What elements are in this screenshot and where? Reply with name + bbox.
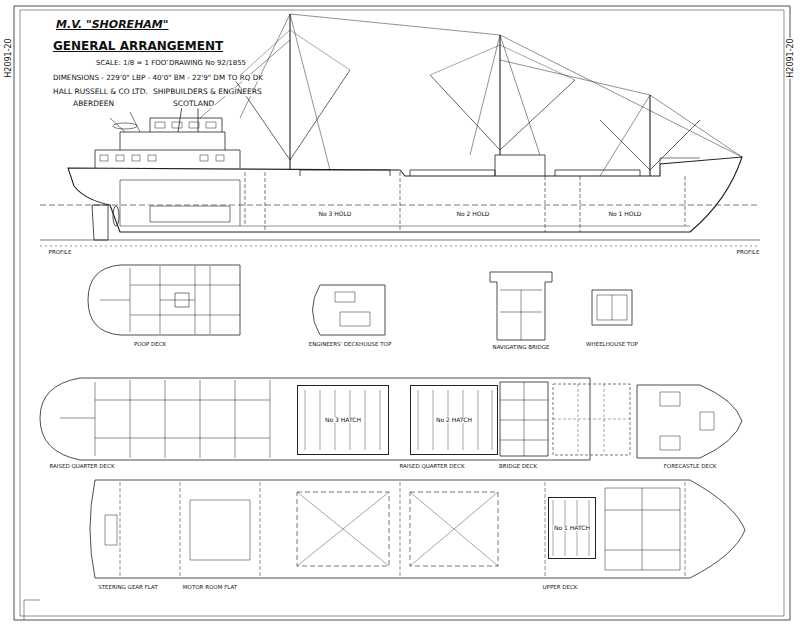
upper-deck-plan	[90, 480, 745, 578]
forecastle-deck-plan	[637, 385, 742, 458]
hatch-label: No 3 HATCH	[324, 417, 362, 423]
builder-country: SCOTLAND	[172, 100, 215, 108]
bridge-deck-house	[500, 382, 548, 456]
view-label: RAISED QUARTER DECK	[48, 464, 115, 470]
view-label: MOTOR ROOM FLAT	[182, 585, 238, 591]
boat-davits	[110, 112, 140, 132]
builder-name: HALL RUSSELL & CO LTD.	[52, 88, 149, 96]
derrick-topping-lifts	[235, 30, 575, 80]
derricks	[235, 70, 700, 170]
hatch-coamings	[300, 170, 640, 176]
propeller	[113, 206, 119, 226]
engineers-deckhouse-top	[313, 285, 386, 335]
hatch-box: No 2 HATCH	[410, 385, 498, 455]
hull-profile	[68, 157, 742, 232]
bridge-deck-cabins	[500, 382, 548, 456]
bridge-cabins	[500, 290, 542, 340]
drawing-title: M.V. "SHOREHAM"	[55, 19, 170, 30]
view-label: STEERING GEAR FLAT	[97, 585, 159, 591]
engine-room	[120, 180, 240, 226]
navigating-bridge-plan	[490, 272, 552, 340]
builder-town: ABERDEEN	[72, 100, 115, 108]
steering-gear	[105, 500, 250, 560]
forecastle-rail	[660, 158, 700, 164]
double-bottom	[120, 226, 690, 227]
hatch-box: No 1 HATCH	[548, 497, 596, 559]
hold-label: No 2 HOLD	[456, 211, 491, 217]
drawing-register-mark: H2091-20	[5, 37, 13, 78]
funnel-casing	[175, 293, 189, 307]
base-line	[40, 240, 760, 241]
lifeboat	[113, 123, 137, 129]
corner-mark	[24, 600, 40, 620]
frame-scale	[40, 246, 760, 247]
view-label: RAISED QUARTER DECK	[398, 464, 465, 470]
hatch-boards	[305, 390, 492, 450]
portholes	[100, 122, 224, 161]
rigging	[200, 14, 742, 176]
drawing-border	[14, 6, 790, 620]
drawing-register-mark: H2091-20	[787, 37, 795, 78]
scale-note: SCALE: 1/8 = 1 FOOT	[95, 60, 172, 67]
wheelhouse-top-plan	[592, 290, 632, 325]
quarter-deck-cabins	[60, 380, 270, 458]
poop-deck-plan	[88, 265, 240, 335]
hatch-outline-grid	[553, 384, 630, 455]
view-label: UPPER DECK	[542, 585, 579, 591]
crew-quarters	[605, 488, 680, 570]
view-label: WHEELHOUSE TOP	[585, 342, 639, 348]
drawing-heading: GENERAL ARRANGEMENT	[52, 40, 224, 52]
deckhouse	[495, 155, 545, 176]
view-label: FORECASTLE DECK	[663, 464, 718, 470]
raised-quarter-deck-plan	[40, 378, 590, 460]
bulkheads	[245, 172, 685, 232]
drawing-number: DRAWING No 92/1855	[168, 60, 247, 67]
drawing-inner-border	[20, 10, 784, 616]
hatch-label: No 2 HATCH	[435, 417, 473, 423]
view-label: ENGINEERS' DECKHOUSE TOP	[308, 342, 392, 348]
compass-platform	[597, 295, 627, 320]
upper-deck-bulkheads	[120, 482, 685, 576]
view-label: PROFILE	[48, 250, 73, 256]
hold-label: No 3 HOLD	[318, 211, 353, 217]
poop-superstructure	[95, 118, 240, 168]
view-label: POOP DECK	[133, 342, 167, 348]
builder-trade: SHIPBUILDERS & ENGINEERS	[152, 88, 263, 96]
hatch-label: No 1 HATCH	[553, 525, 591, 531]
view-label: PROFILE	[736, 250, 761, 256]
hold-diagonals	[297, 492, 498, 566]
poop-deck-cabins	[100, 266, 240, 334]
view-label: BRIDGE DECK	[498, 464, 538, 470]
masts	[290, 14, 650, 176]
hatch-box: No 3 HATCH	[297, 385, 389, 455]
funnel	[178, 106, 198, 132]
view-label: NAVIGATING BRIDGE	[492, 345, 551, 351]
rudder	[92, 205, 108, 240]
hold-label: No 1 HOLD	[608, 211, 643, 217]
windlass	[660, 392, 714, 450]
dimensions-note: DIMENSIONS - 229'0" LBP - 40'0" BM - 22'…	[52, 74, 264, 81]
skylight	[335, 292, 370, 326]
hatch-outline	[553, 384, 630, 455]
